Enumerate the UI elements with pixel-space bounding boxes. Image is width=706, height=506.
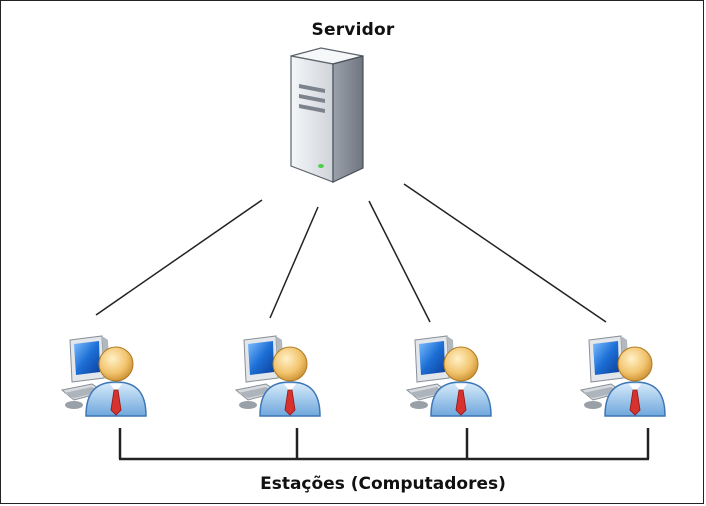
server-label: Servidor	[311, 20, 395, 40]
workstation-user-icon	[61, 335, 147, 417]
workstation-user-icon	[580, 335, 666, 417]
link-server-station-3	[368, 200, 431, 323]
stations-label: Estações (Computadores)	[260, 474, 506, 494]
link-server-station-2	[269, 206, 319, 319]
link-server-station-4	[403, 183, 607, 323]
workstation-user-icon	[235, 335, 321, 417]
server-tower-icon	[290, 47, 364, 183]
stations-bus	[118, 428, 650, 461]
link-server-station-1	[95, 199, 263, 316]
workstation-user-icon	[406, 335, 492, 417]
